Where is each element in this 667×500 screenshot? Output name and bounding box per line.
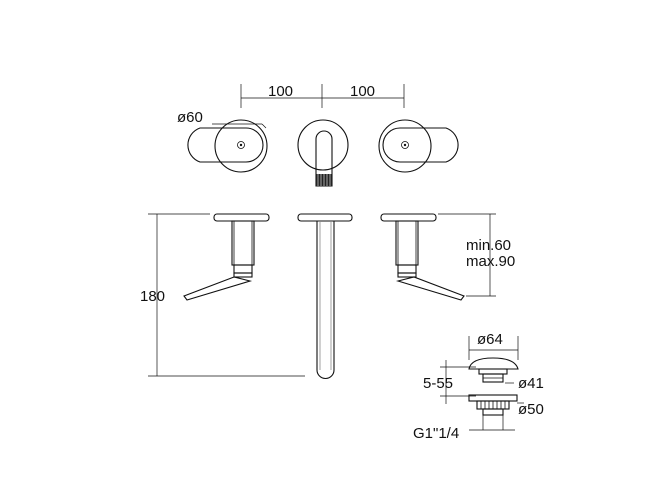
drain-flange [468,394,518,402]
right-handle-top-view [378,119,459,173]
right-handle-screw [401,141,409,149]
spout-top-view [297,119,349,187]
spout-escutcheon-side [297,213,353,222]
spout-side-view [297,213,353,379]
left-escutcheon-side [213,213,270,222]
dimension-label-diameter-60: ø60 [177,109,203,126]
dimension-label-100-left: 100 [268,83,293,100]
drain-tail [482,408,504,416]
right-handle-side-view [380,213,465,301]
left-cartridge-body [231,220,255,266]
left-lever-outline [187,127,264,163]
spout-rounded-base [315,130,333,140]
dimension-label-diameter-64: ø64 [477,331,503,348]
dimension-label-min-60: min.60 [466,237,511,254]
right-lever-hub [397,264,417,274]
diameter-60-arrow [261,123,267,129]
left-handle-top-view [187,119,268,173]
left-handle-screw-center [239,143,243,147]
right-lever-side [395,276,465,301]
dimension-label-diameter-50: ø50 [518,401,544,418]
left-lever-collar [233,272,253,278]
spout-escutcheon-circle [297,119,349,171]
dimension-label-thread: G1"1/4 [413,425,459,442]
right-escutcheon-circle [378,119,432,173]
right-cartridge-body [395,220,419,266]
top-view: 100 100 ø60 [177,83,459,187]
dimension-label-5-55: 5-55 [423,375,453,392]
drain-cap [468,357,519,370]
left-lever-hub [233,264,253,274]
left-lever-side [183,276,253,301]
left-handle-side-view [183,213,270,301]
drain-detail: ø64 5-55 ø41 ø50 G [413,331,544,442]
right-lever-outline [382,127,459,163]
left-escutcheon-circle [214,119,268,173]
side-view: 180 [140,213,515,379]
right-lever-collar [397,272,417,278]
dimension-label-180: 180 [140,288,165,305]
dimension-label-diameter-41: ø41 [518,375,544,392]
dimension-label-100-right: 100 [350,83,375,100]
drain-body-upper [478,368,508,375]
spout-body-side [316,221,335,379]
left-handle-screw [237,141,245,149]
right-handle-screw-center [403,143,407,147]
right-escutcheon-side [380,213,437,222]
dimension-label-max-90: max.90 [466,253,515,270]
